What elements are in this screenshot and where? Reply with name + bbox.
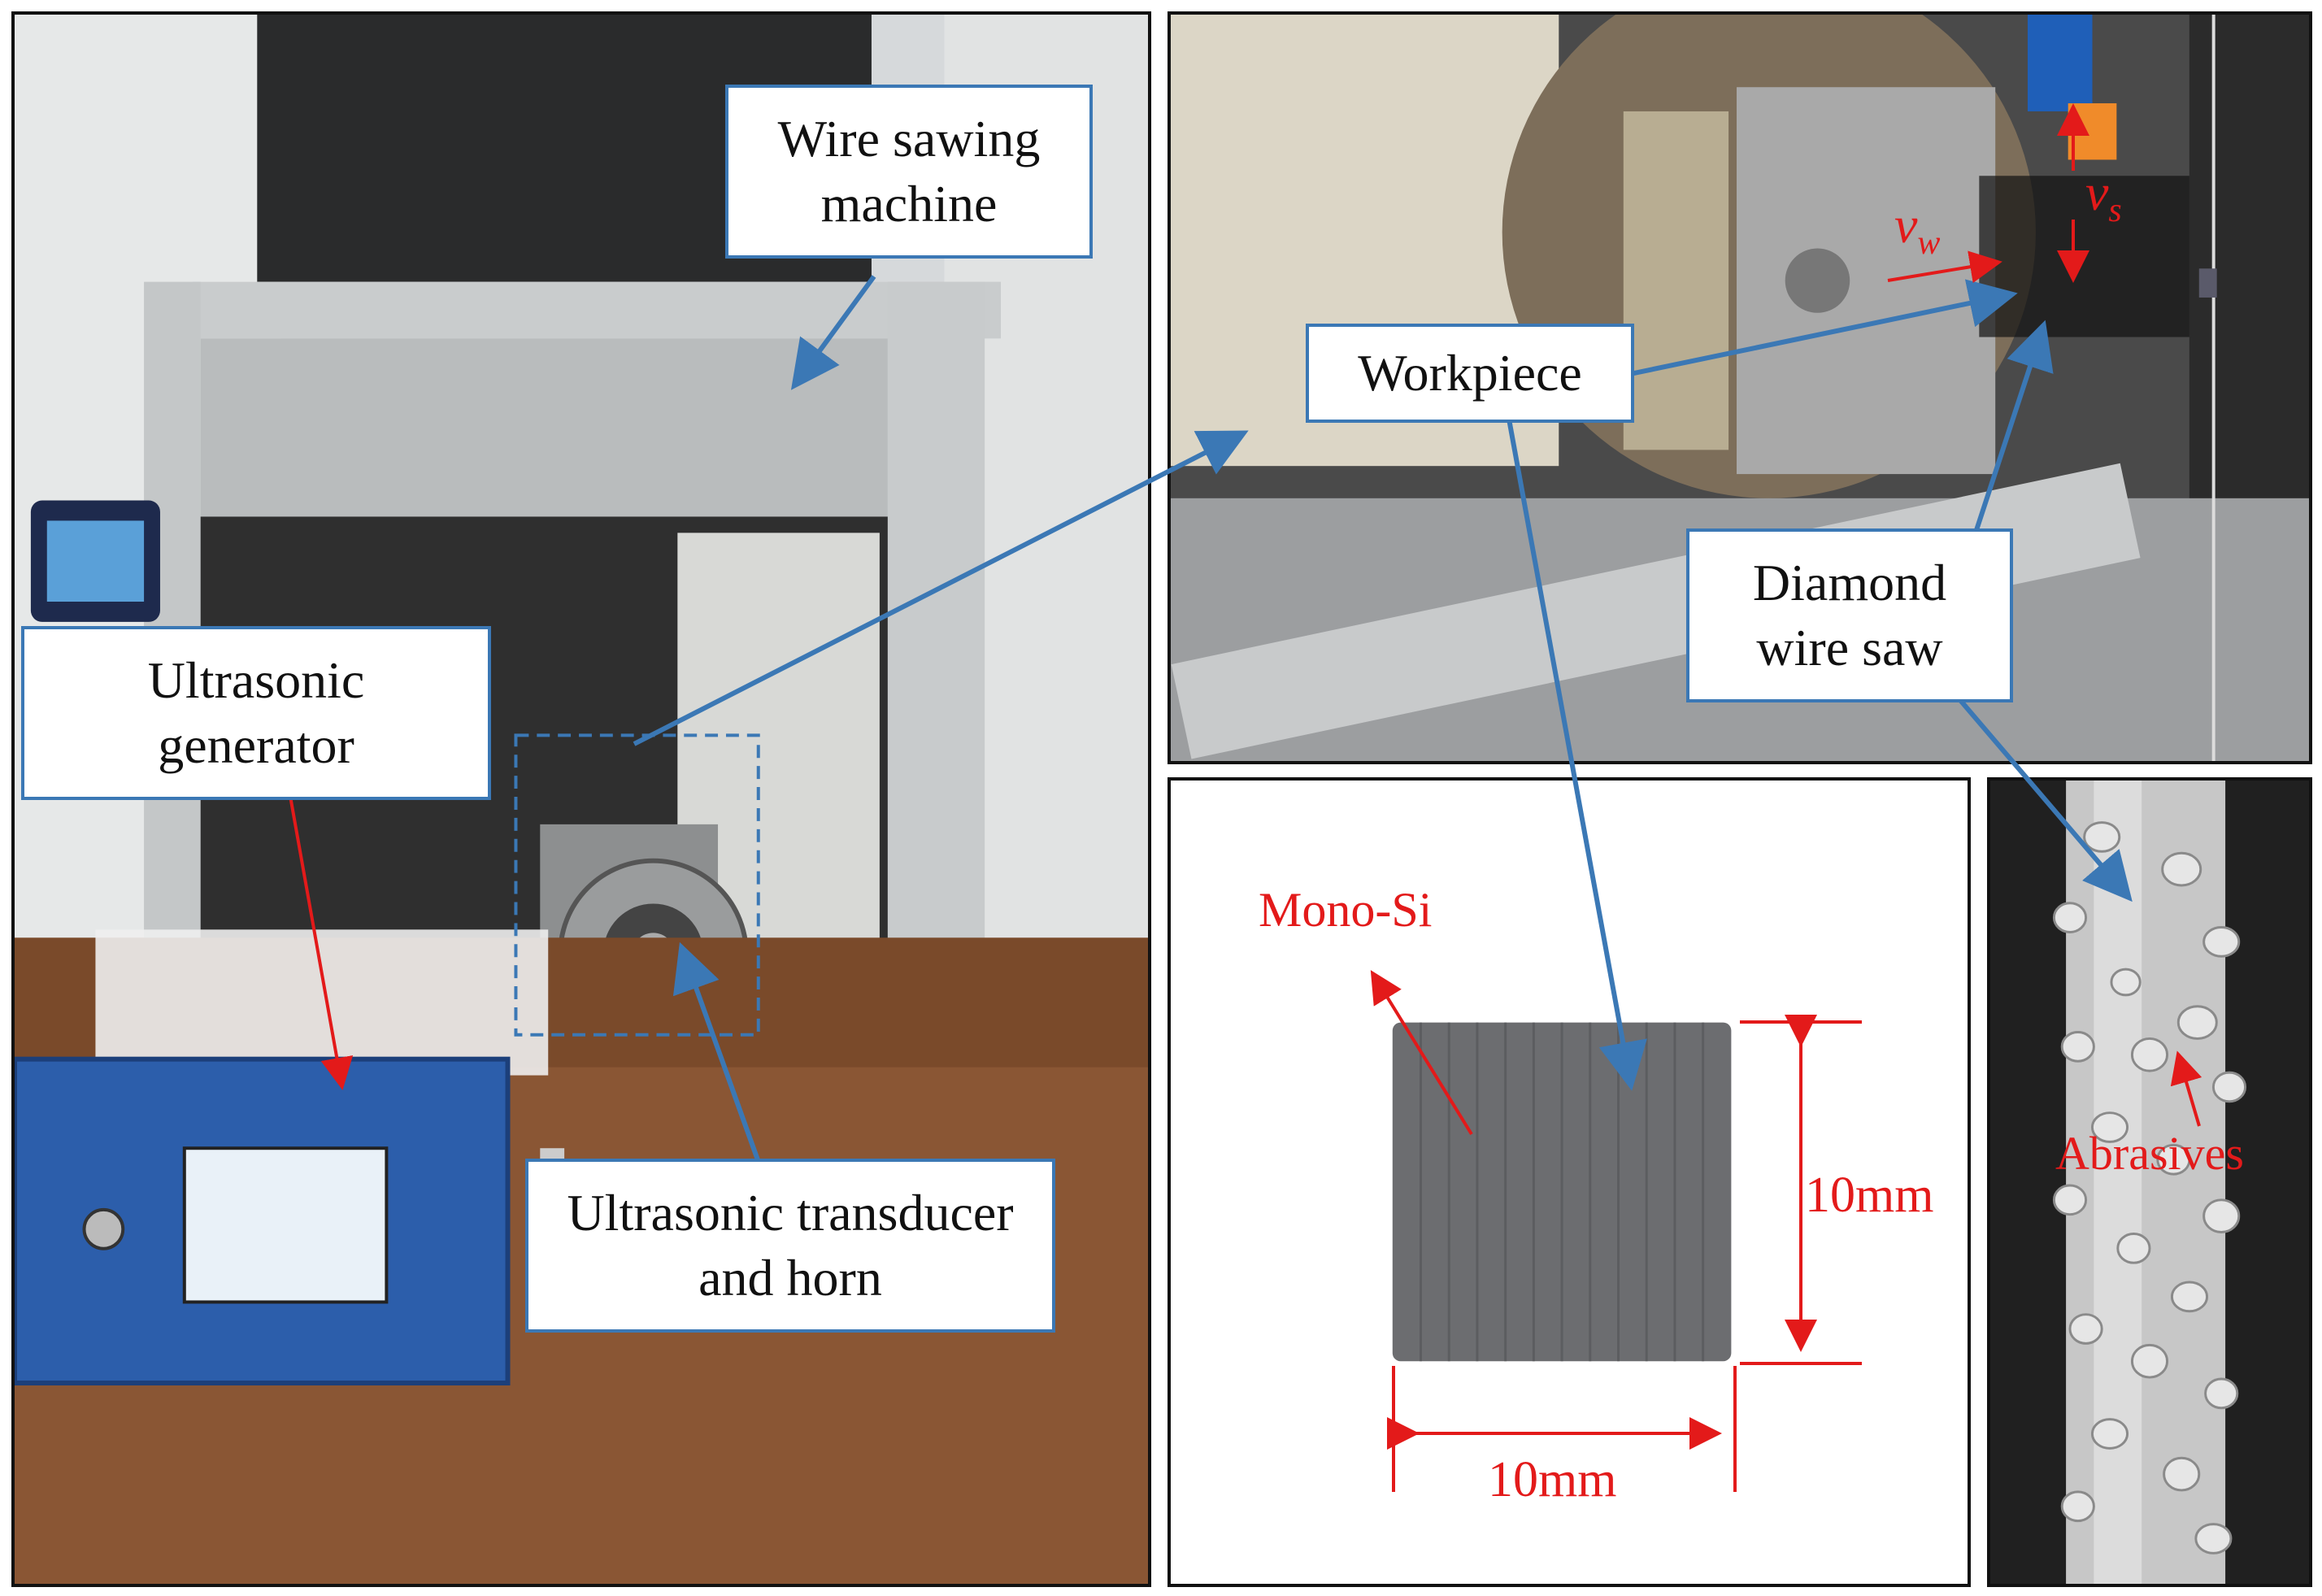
label-workpiece: Workpiece <box>1306 324 1634 423</box>
diamond-wire-sem-panel <box>1987 777 2312 1587</box>
dimension-horizontal-label: 10mm <box>1488 1452 1617 1507</box>
dimension-vertical-label: 10mm <box>1805 1168 1934 1223</box>
abrasives-label: Abrasives <box>2055 1127 2244 1180</box>
label-wire-sawing-machine: Wire sawing machine <box>725 85 1093 259</box>
label-ultrasonic-transducer: Ultrasonic transducer and horn <box>525 1159 1055 1333</box>
vs-main: v <box>2085 163 2109 221</box>
vw-sub: w <box>1917 224 1941 262</box>
vw-main: v <box>1894 196 1918 254</box>
label-ultrasonic-generator: Ultrasonic generator <box>21 626 491 800</box>
vs-sub: s <box>2108 191 2122 229</box>
diamond-wire-sem-image <box>1990 781 2309 1584</box>
velocity-vs-label: vs <box>2085 163 2122 230</box>
velocity-vw-label: vw <box>1894 195 1940 263</box>
label-diamond-wire-saw: Diamond wire saw <box>1686 528 2013 702</box>
mono-si-label: Mono-Si <box>1259 883 1433 937</box>
